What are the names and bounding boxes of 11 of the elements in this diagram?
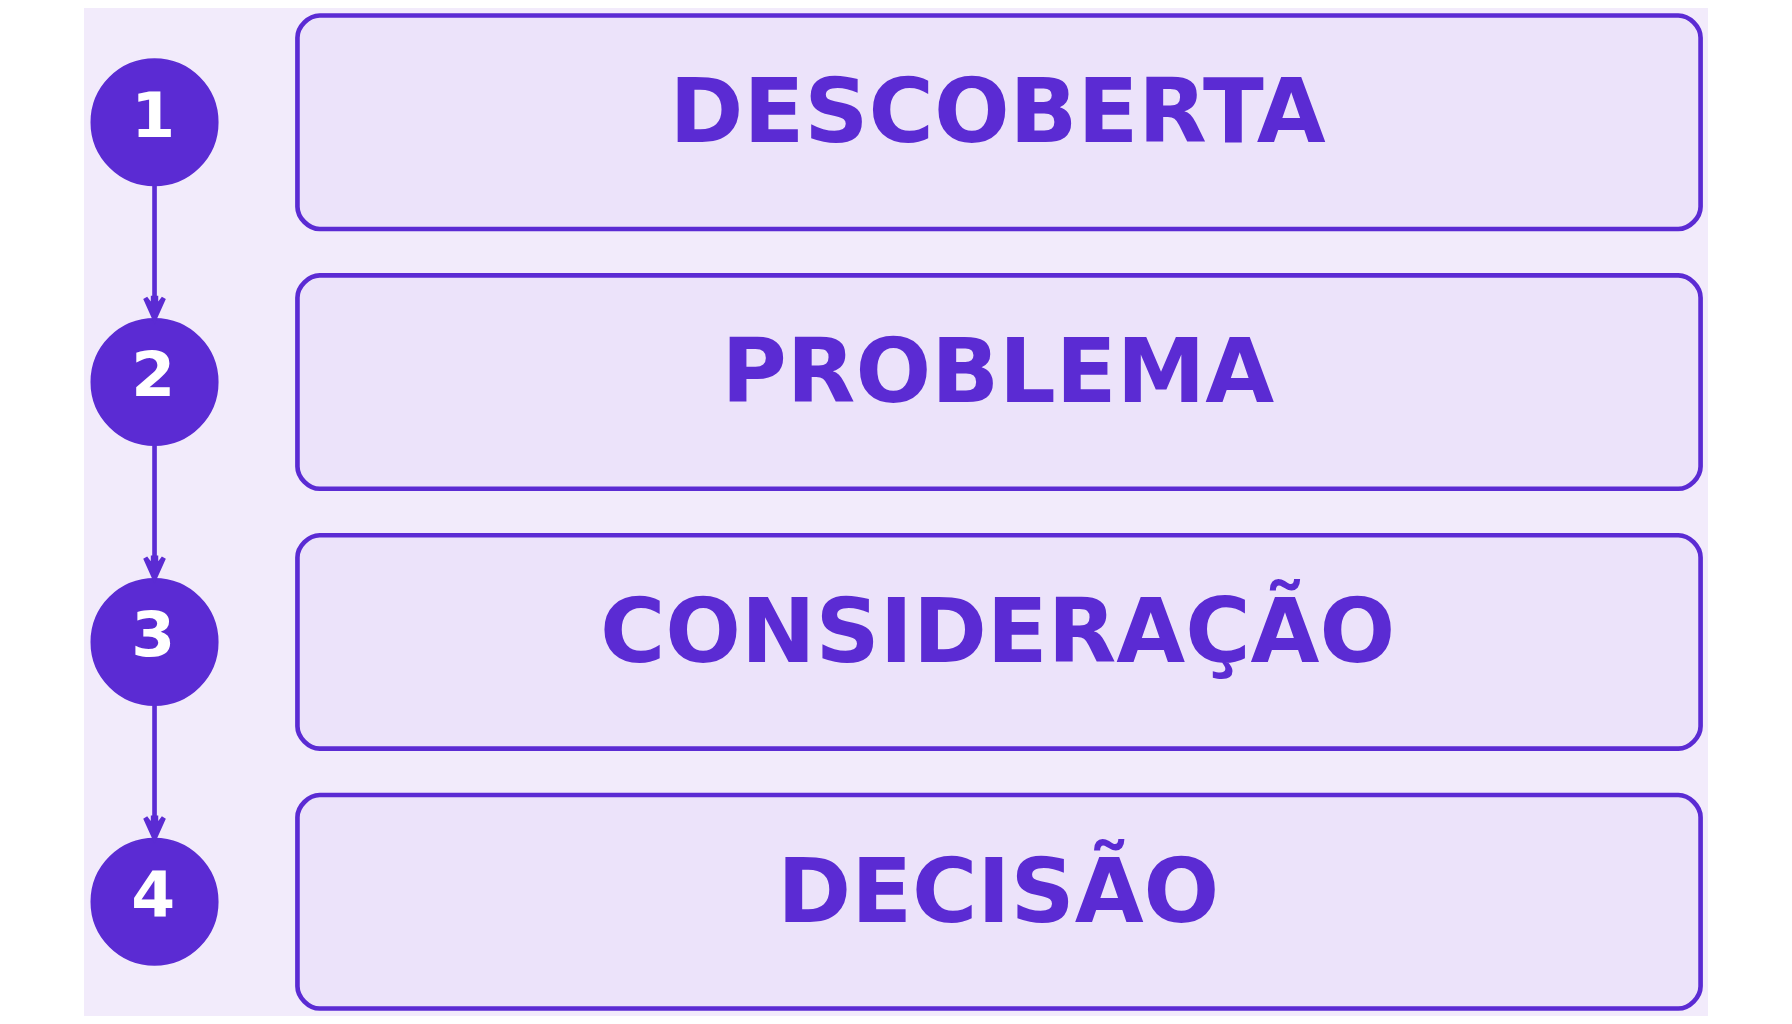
node-box: CONSIDERAÇÃO: [295, 532, 1703, 751]
node-circle: 2: [90, 318, 219, 447]
node-circle: 4: [90, 837, 219, 966]
arrow: [143, 705, 167, 841]
node-box: PROBLEMA: [295, 273, 1703, 492]
node-circle: 1: [90, 58, 219, 187]
arrow: [143, 445, 167, 581]
arrow: [143, 185, 167, 321]
node-box: DECISÃO: [295, 792, 1703, 1011]
node-circle: 3: [90, 577, 219, 706]
node-box: DESCOBERTA: [295, 13, 1703, 232]
